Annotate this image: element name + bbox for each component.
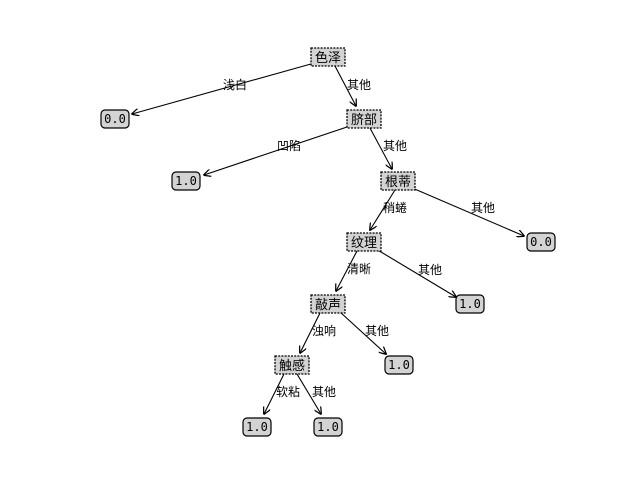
leaf-node-label-3: 0.0 (530, 235, 552, 249)
edge-line-6 (409, 186, 524, 236)
decision-node-3: 根蒂 (380, 171, 416, 191)
leaf-node-1: 0.0 (100, 109, 130, 129)
edge-label-8: 其他 (418, 263, 442, 277)
edge-label-12: 其他 (312, 385, 336, 399)
decision-node-2: 脐部 (346, 109, 382, 129)
edge-label-3: 凹陷 (277, 138, 301, 153)
leaf-node-label-2: 1.0 (175, 174, 197, 188)
decision-node-5: 敲声 (310, 294, 346, 314)
edge-line-9 (300, 312, 321, 353)
decision-node-6: 触感 (274, 355, 310, 375)
edge-label-7: 清晰 (347, 262, 371, 276)
edge-label-11: 软粘 (276, 384, 300, 399)
edge-line-11 (264, 373, 285, 414)
leaf-node-3: 0.0 (526, 232, 556, 252)
leaf-node-2: 1.0 (171, 171, 201, 191)
leaf-node-label-4: 1.0 (459, 297, 481, 311)
edge-line-10 (339, 311, 386, 354)
leaf-nodes: 0.0 1.0 0.0 1.0 1.0 1.0 1.0 (100, 109, 556, 437)
edge-label-1: 浅白 (223, 77, 247, 92)
edge-label-10: 其他 (365, 324, 389, 338)
leaf-node-7: 1.0 (313, 417, 343, 437)
decision-node-label-6: 触感 (279, 358, 305, 374)
edge-line-3 (204, 125, 351, 175)
leaf-node-label-6: 1.0 (246, 420, 268, 434)
leaf-node-label-5: 1.0 (388, 358, 410, 372)
leaf-node-4: 1.0 (455, 294, 485, 314)
edge-label-4: 其他 (383, 139, 407, 153)
edge-label-2: 其他 (347, 78, 371, 92)
edge-line-1 (132, 61, 319, 114)
edge-line-2 (334, 65, 356, 106)
edge-line-5 (370, 189, 396, 230)
decision-node-label-4: 纹理 (351, 236, 377, 251)
decision-node-1: 色泽 (310, 47, 346, 67)
edge-label-6: 其他 (471, 201, 495, 215)
decision-node-label-1: 色泽 (315, 50, 341, 66)
decision-node-label-5: 敲声 (315, 297, 341, 313)
edge-line-7 (336, 250, 358, 291)
edge-labels: 浅白 其他 凹陷 其他 稍蜷 其他 清晰 其他 浊响 其他 软粘 其他 (223, 77, 495, 399)
edge-label-5: 稍蜷 (383, 201, 407, 215)
edges (132, 61, 524, 414)
decision-node-4: 纹理 (346, 232, 382, 252)
decision-node-label-2: 脐部 (351, 113, 377, 128)
edge-label-9: 浊响 (312, 323, 336, 338)
decision-nodes: 色泽 脐部 根蒂 纹理 敲声 触感 (274, 47, 416, 375)
decision-node-label-3: 根蒂 (385, 175, 411, 190)
edge-line-12 (296, 373, 321, 414)
leaf-node-label-7: 1.0 (317, 420, 339, 434)
leaf-node-6: 1.0 (242, 417, 272, 437)
edge-line-4 (369, 127, 392, 169)
edge-line-8 (375, 248, 456, 297)
leaf-node-5: 1.0 (384, 355, 414, 375)
leaf-node-label-1: 0.0 (104, 112, 126, 126)
